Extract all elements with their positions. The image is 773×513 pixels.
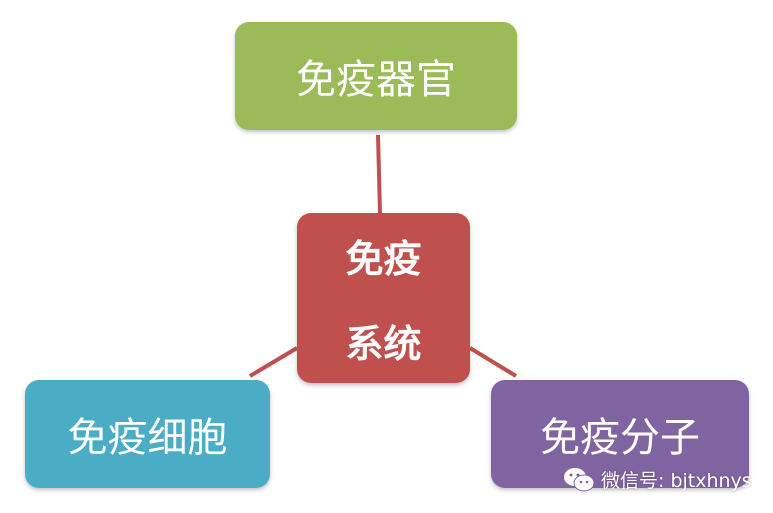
- watermark-text: 微信号: bjtxhnys: [601, 470, 752, 492]
- connector-right: [468, 346, 518, 378]
- connector-left: [248, 346, 299, 378]
- node-immune-system: 免疫 系统: [297, 213, 470, 383]
- node-label: 免疫器官: [296, 57, 456, 103]
- node-immune-cells: 免疫细胞: [25, 380, 270, 488]
- node-label-line2: 系统: [345, 322, 422, 366]
- node-label: 免疫细胞: [67, 415, 228, 461]
- node-label: 免疫分子: [540, 415, 700, 461]
- node-immune-organs: 免疫器官: [235, 22, 517, 130]
- watermark: 微信号: bjtxhnys: [563, 466, 752, 493]
- wechat-icon: [564, 467, 595, 491]
- connector-top: [376, 134, 382, 214]
- node-immune-molecules: 免疫分子: [491, 380, 749, 488]
- node-label-line1: 免疫: [345, 237, 422, 281]
